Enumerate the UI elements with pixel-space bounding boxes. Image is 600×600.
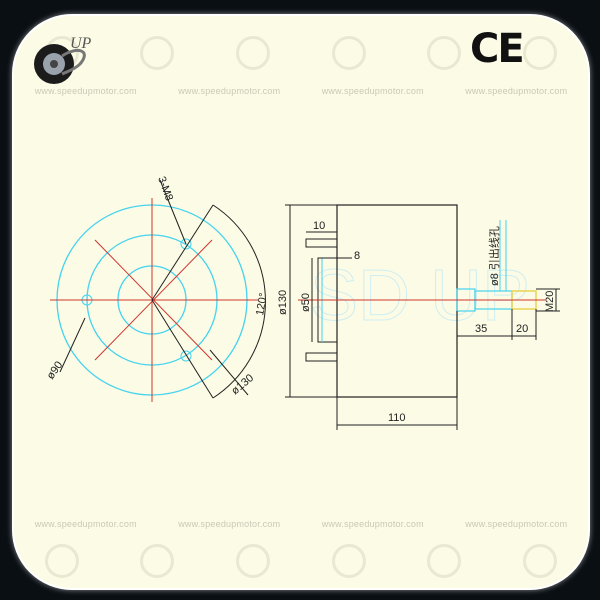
watermark-text: www.speedupmotor.com — [321, 519, 424, 529]
shaft-length-label: 35 — [475, 323, 487, 335]
brand-logo: UP — [34, 35, 92, 84]
flange-width-label: 10 — [313, 220, 325, 232]
watermark-text: www.speedupmotor.com — [178, 86, 281, 96]
watermark-wheel-icon — [523, 544, 558, 578]
bolt-hole — [180, 238, 192, 250]
watermark-wheel-icon — [331, 36, 366, 70]
watermark-wheel-icon — [331, 544, 366, 578]
leader-line — [209, 349, 249, 396]
flange-gap-label: 8 — [354, 250, 360, 262]
watermark-wheel-icon — [236, 544, 271, 578]
flange-lug — [305, 238, 338, 248]
flange-lug — [305, 352, 338, 362]
boss-diameter-label: ø50 — [300, 293, 312, 312]
watermark-wheel-icon — [427, 36, 462, 70]
watermark-row-bottom: www.speedupmotor.com www.speedupmotor.co… — [14, 519, 588, 529]
watermark-row-top: www.speedupmotor.com www.speedupmotor.co… — [14, 86, 588, 96]
front-view: 3-M8 120° ø90 ø130 — [45, 175, 270, 402]
thread-length-label: 20 — [516, 323, 528, 335]
watermark-wheel-icon — [236, 36, 271, 70]
inner-diameter-label: ø90 — [45, 359, 66, 381]
watermark-wheel-icon — [140, 36, 175, 70]
watermark-wheel-icon — [427, 544, 462, 578]
logo-letters: UP — [70, 35, 92, 52]
ce-mark: CE — [470, 26, 525, 72]
angle-label: 120° — [254, 292, 270, 317]
leader-line — [151, 299, 214, 399]
watermark-wheel-icon — [44, 544, 79, 578]
shaft-hole-label: ø8 引出线孔 — [487, 226, 501, 286]
diagram-frame: www.speedupmotor.com www.speedupmotor.co… — [12, 14, 590, 590]
watermark-wheel-icon — [140, 544, 175, 578]
watermark-text: www.speedupmotor.com — [34, 519, 137, 529]
watermark-text: www.speedupmotor.com — [465, 86, 568, 96]
watermark-logo-row-bottom — [14, 544, 588, 578]
outer-diameter-label: ø130 — [229, 372, 256, 397]
leader-line — [59, 317, 86, 373]
angle-arc — [212, 204, 266, 399]
body-length-label: 110 — [388, 412, 406, 424]
swoosh-icon — [61, 48, 86, 76]
watermark-text: www.speedupmotor.com — [321, 86, 424, 96]
watermark-text: www.speedupmotor.com — [178, 519, 281, 529]
leader-line — [151, 204, 214, 301]
thread-label: M20 — [544, 291, 556, 312]
body-diameter-label: ø130 — [277, 290, 289, 315]
watermark-wheel-icon — [523, 36, 558, 70]
watermark-outline-text: SD UP — [310, 256, 530, 336]
thread-label: 3-M8 — [155, 175, 175, 203]
bolt-hole — [180, 350, 192, 362]
watermark-text: www.speedupmotor.com — [465, 519, 568, 529]
wheel-hub-icon — [50, 60, 58, 68]
watermark-text: www.speedupmotor.com — [34, 86, 137, 96]
center-line-diagonal — [94, 239, 213, 361]
leader-line — [159, 179, 187, 245]
side-view: SD UP ø130 ø50 10 8 110 — [277, 204, 560, 430]
